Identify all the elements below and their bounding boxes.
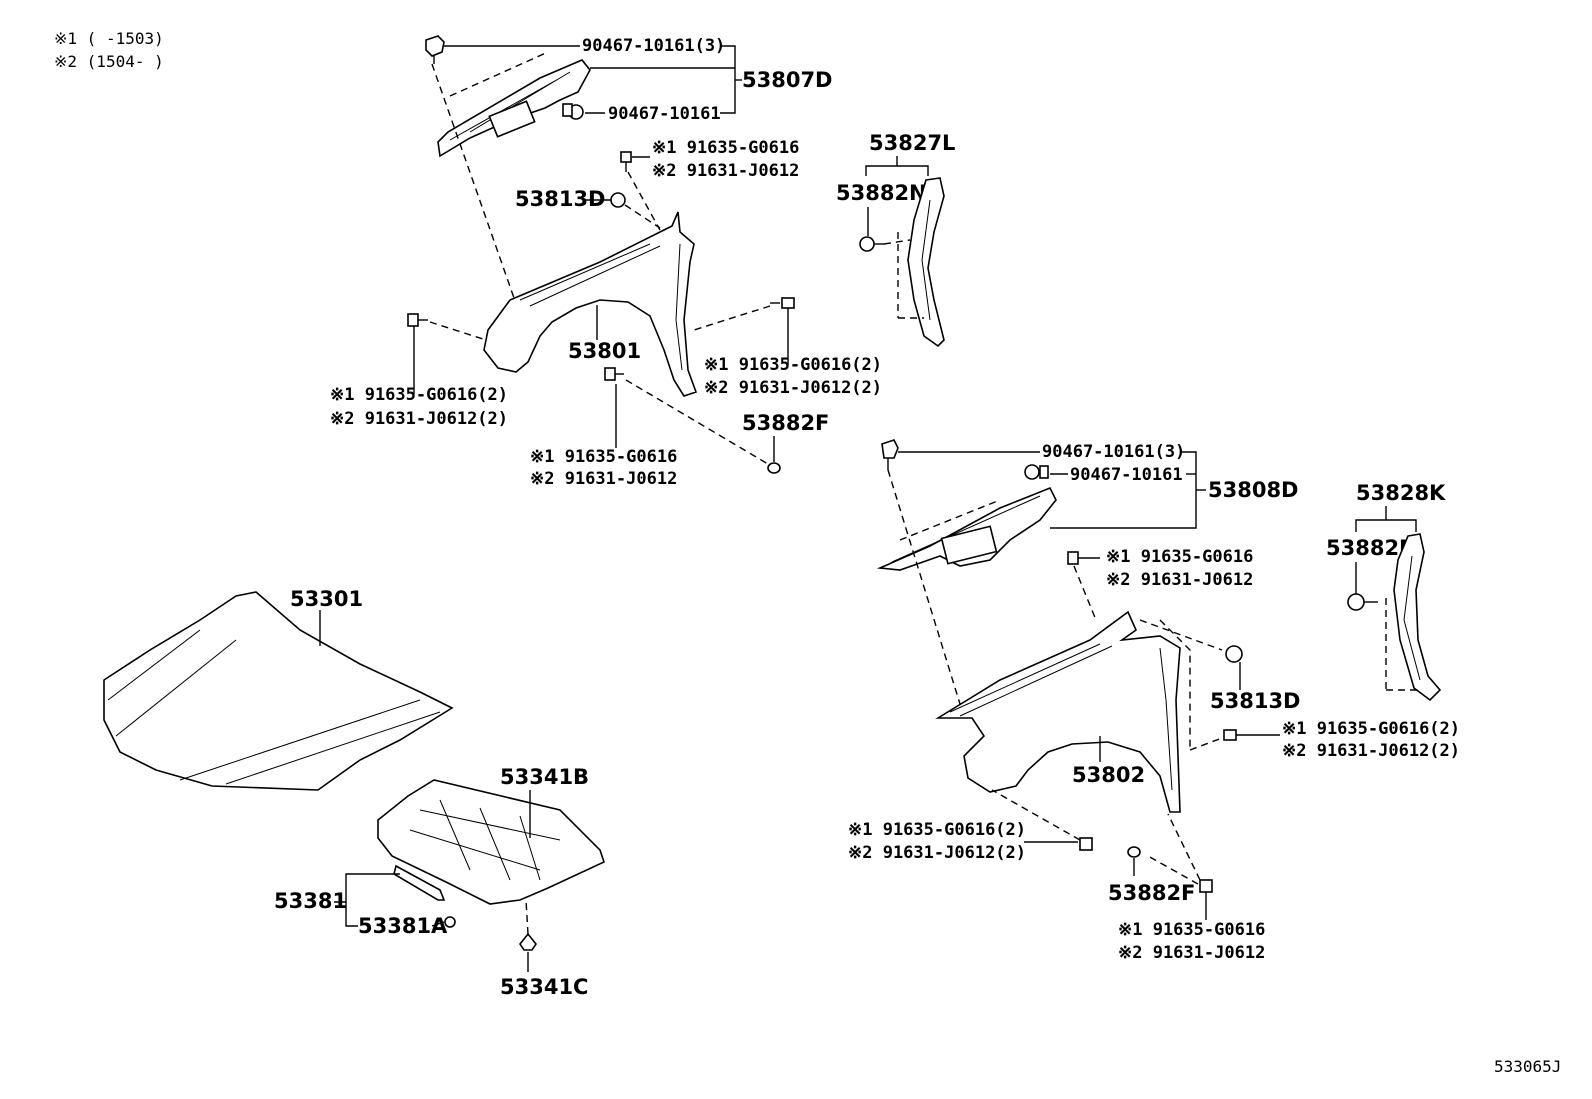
label-91635-g0616-r-top: ※1 91635-G0616 <box>1106 547 1253 567</box>
bolt-icon <box>620 151 632 172</box>
label-53381a: 53381A <box>358 914 448 938</box>
label-91631-j0612-top: ※2 91631-J0612 <box>652 161 799 181</box>
label-53882f-right: 53882F <box>1108 881 1195 905</box>
clip-53381a <box>444 916 456 928</box>
clip-icon <box>1225 645 1243 663</box>
label-91635-g0616-r-low: ※1 91635-G0616 <box>1118 920 1265 940</box>
label-91635-g0616-2-right: ※1 91635-G0616(2) <box>704 355 882 375</box>
label-53828k: 53828K <box>1356 481 1446 505</box>
clip-icon <box>562 103 584 120</box>
label-90467-10161-3-right: 90467-10161(3) <box>1042 442 1185 462</box>
label-91635-g0616-2-left: ※1 91635-G0616(2) <box>330 385 508 405</box>
label-91635-g0616-top: ※1 91635-G0616 <box>652 138 799 158</box>
note-1: ※1 ( -1503) <box>54 29 164 48</box>
clip-icon <box>425 35 445 64</box>
label-91635-g0616-2-r: ※1 91635-G0616(2) <box>1282 719 1460 739</box>
label-91631-j0612-2-left: ※2 91631-J0612(2) <box>330 409 508 429</box>
seal-53882f-right <box>1127 846 1141 858</box>
label-53381: 53381 <box>274 889 347 913</box>
label-91631-j0612-r-low: ※2 91631-J0612 <box>1118 943 1265 963</box>
label-91631-j0612-r-top: ※2 91631-J0612 <box>1106 570 1253 590</box>
clip-icon <box>610 192 626 208</box>
seal-53882f-left <box>767 462 781 474</box>
label-91635-g0616-2-rl: ※1 91635-G0616(2) <box>848 820 1026 840</box>
label-53801: 53801 <box>568 339 641 363</box>
label-90467-10161-3: 90467-10161(3) <box>582 36 725 56</box>
label-53882n-upper: 53882N <box>836 181 927 205</box>
bolt-icon <box>407 313 428 327</box>
label-91631-j0612-2-right: ※2 91631-J0612(2) <box>704 378 882 398</box>
bolt-icon <box>1199 879 1213 893</box>
label-90467-10161: 90467-10161 <box>608 104 721 124</box>
clip-icon <box>859 236 884 252</box>
bolt-icon <box>1067 551 1100 565</box>
label-53341c: 53341C <box>500 975 588 999</box>
label-53808d: 53808D <box>1208 478 1299 502</box>
weatherstrip-53381 <box>393 864 446 901</box>
label-53827l: 53827L <box>869 131 955 155</box>
label-91631-j0612-low: ※2 91631-J0612 <box>530 469 677 489</box>
label-53813d-right: 53813D <box>1210 689 1301 713</box>
label-53301: 53301 <box>290 587 363 611</box>
label-53882f-left: 53882F <box>742 411 829 435</box>
fender-seal-53807d <box>437 59 591 158</box>
label-90467-10161-right: 90467-10161 <box>1070 465 1183 485</box>
label-53341b: 53341B <box>500 765 589 789</box>
seal-53827l <box>907 177 945 348</box>
label-53802: 53802 <box>1072 763 1145 787</box>
label-91631-j0612-2-rl: ※2 91631-J0612(2) <box>848 843 1026 863</box>
hood-insulator-53341b <box>377 779 605 905</box>
bolt-icon <box>1223 729 1280 741</box>
label-91635-g0616-low: ※1 91635-G0616 <box>530 447 677 467</box>
bolt-icon <box>770 297 795 309</box>
bolt-icon <box>604 367 624 381</box>
fender-53801 <box>483 211 698 397</box>
hood-53301 <box>103 591 454 791</box>
clip-icon <box>1024 464 1049 480</box>
bolt-icon <box>1079 837 1093 851</box>
fender-seal-53808d <box>876 486 1057 571</box>
clip-53341c <box>519 932 537 951</box>
clip-icon <box>1347 593 1378 611</box>
seal-53828k <box>1393 533 1442 702</box>
label-53813d-left: 53813D <box>515 187 606 211</box>
note-2: ※2 (1504- ) <box>54 52 164 71</box>
clip-icon <box>881 439 899 470</box>
label-53807d: 53807D <box>742 68 833 92</box>
diagram-code: 533065J <box>1494 1057 1561 1076</box>
fender-53802 <box>935 610 1181 813</box>
label-91631-j0612-2-r: ※2 91631-J0612(2) <box>1282 741 1460 761</box>
